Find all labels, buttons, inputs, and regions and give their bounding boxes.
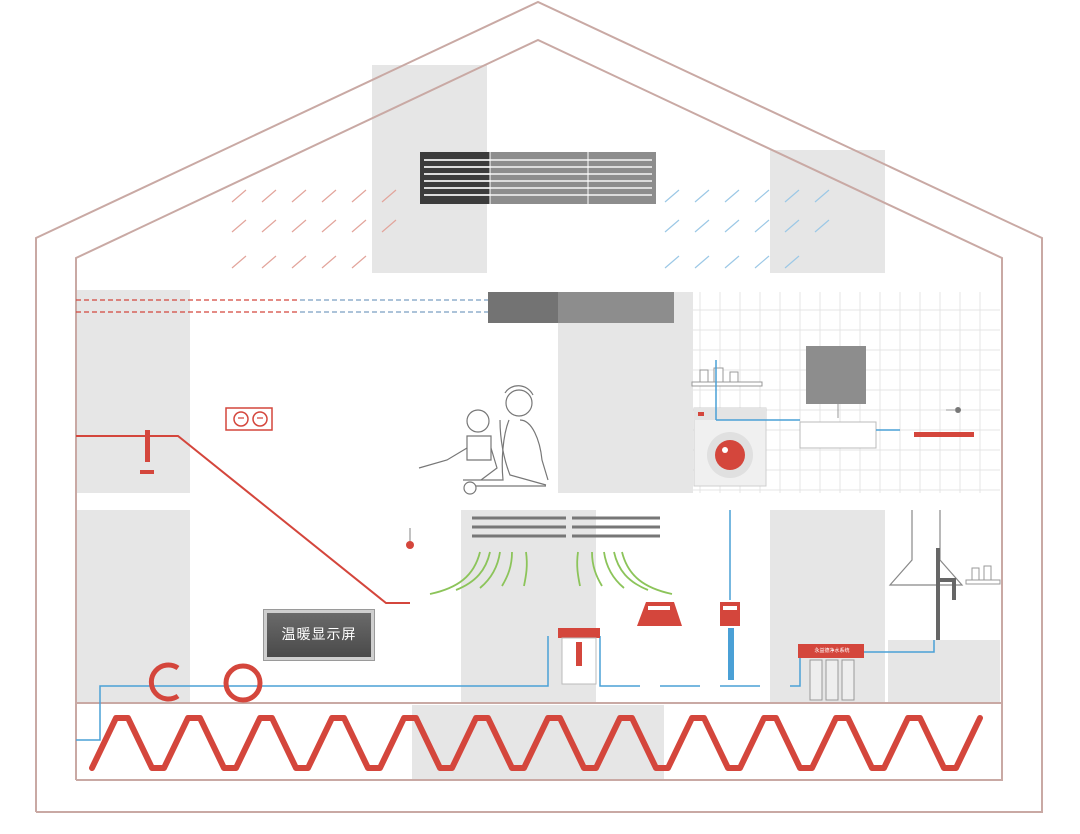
towel-bar-icon (914, 432, 974, 437)
wall-cabinet-icon (806, 346, 866, 404)
temperature-sensor-icon (406, 528, 414, 549)
wall-tap-icon (946, 407, 961, 413)
wall-ac-vent-icon (472, 516, 660, 538)
living-zone-center (558, 292, 693, 493)
airflow-waves (429, 551, 673, 595)
air-duct-lines (76, 299, 490, 313)
house-outline-icon (35, 0, 1043, 813)
washing-machine-icon (693, 407, 767, 487)
floor-heating-coil-icon (89, 715, 983, 771)
ceiling-ac-vent-icon (420, 152, 656, 204)
duct-unit-dark (488, 292, 558, 323)
water-purifier-icon (798, 644, 864, 701)
wall-socket-icon (225, 407, 273, 431)
family-figures-icon (418, 385, 549, 495)
wall-shelf-icon (691, 367, 763, 387)
attic-zone-right (770, 150, 885, 273)
kitchen-shelf-icon (965, 565, 1001, 585)
sink-basin-icon (799, 404, 877, 449)
heating-control-line (76, 435, 410, 604)
range-hood-icon (888, 510, 964, 586)
pre-filter-icon (637, 602, 682, 626)
cool-air-dashes (664, 189, 830, 269)
water-heater-tube (728, 628, 734, 680)
sink-faucet-icon (936, 548, 956, 640)
counter-zone (888, 640, 1000, 702)
water-heater-icon (720, 602, 740, 626)
lower-zone-left (76, 510, 190, 703)
warm-air-dashes (231, 189, 397, 269)
water-purifier-label: 永益德净水系统 (814, 648, 850, 654)
heating-display-screen: 温暖显示屏 (264, 610, 374, 660)
heating-manifold-icon (148, 662, 263, 703)
water-filter-icon (558, 628, 600, 685)
wall-thermostat-icon (140, 430, 154, 474)
living-zone-left (76, 290, 190, 493)
